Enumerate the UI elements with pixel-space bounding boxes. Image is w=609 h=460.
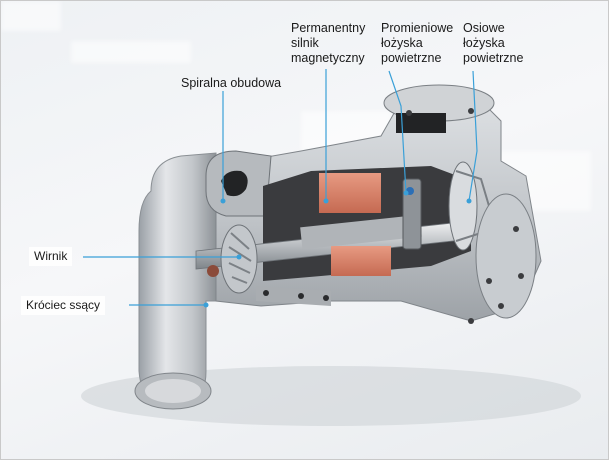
label-radial-bearings: Promieniowe łożyska powietrzne — [381, 21, 454, 65]
bolt — [406, 110, 412, 116]
bolt — [468, 108, 474, 114]
axial-bearing-disk — [448, 161, 478, 251]
bolt — [518, 273, 524, 279]
impeller-blades — [228, 232, 252, 284]
bolt — [298, 293, 304, 299]
rotor-core — [300, 214, 422, 250]
impeller-nut — [207, 265, 219, 277]
bearing-port — [406, 187, 414, 195]
magnet-stator-bottom — [331, 246, 391, 276]
bolt — [263, 290, 269, 296]
background-light — [71, 41, 191, 63]
bolt — [323, 295, 329, 301]
bolt — [513, 226, 519, 232]
end-cap — [475, 193, 537, 319]
bolt — [498, 303, 504, 309]
flange-channel — [396, 113, 446, 133]
inlet-opening — [145, 379, 201, 403]
label-magnet-motor: Permanentny silnik magnetyczny — [291, 21, 366, 65]
label-inlet: Króciec ssący — [21, 296, 106, 315]
radial-bearing — [402, 178, 422, 250]
impeller — [220, 224, 258, 294]
label-axial-bearings: Osiowe łożyska powietrzne — [463, 21, 524, 65]
bolt — [486, 278, 492, 284]
magnet-stator-top — [319, 173, 381, 213]
label-volute: Spiralna obudowa — [181, 76, 282, 90]
background-light — [1, 1, 61, 31]
volute-channel — [221, 170, 248, 197]
label-impeller: Wirnik — [29, 247, 73, 266]
lower-flange — [256, 286, 331, 306]
shadow — [81, 366, 581, 426]
inlet-elbow — [138, 152, 217, 407]
bolt — [468, 318, 474, 324]
